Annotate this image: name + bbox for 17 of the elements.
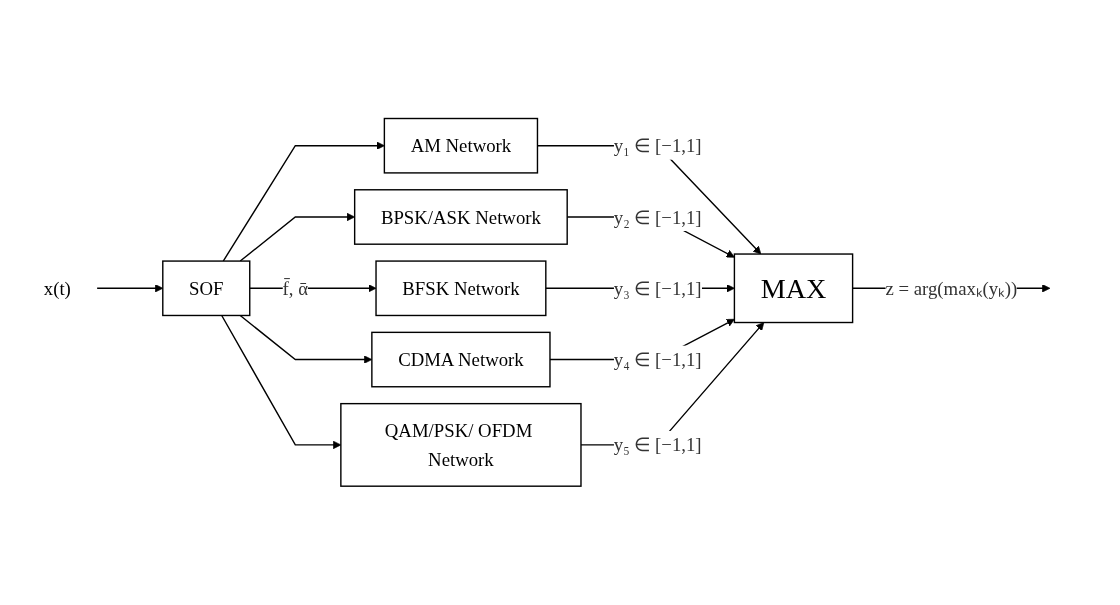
node-box: SOF	[162, 260, 251, 317]
node-box: AM Network	[383, 117, 539, 174]
node-box: BFSK Network	[375, 260, 547, 317]
node-box: QAM/PSK/ OFDM Network	[340, 403, 582, 488]
node-box: BPSK/ASK Network	[353, 189, 568, 246]
edge-label: f̄, ᾱ	[282, 278, 309, 299]
arrow	[580, 322, 765, 446]
edge-label: y₅ ∈ [−1,1]	[613, 434, 702, 456]
arrow	[222, 141, 385, 262]
edge-label: y₄ ∈ [−1,1]	[613, 349, 702, 371]
edge-label: z = arg(maxₖ(yₖ))	[885, 278, 1018, 299]
edge-label: y₂ ∈ [−1,1]	[613, 206, 702, 228]
edge-label: y₃ ∈ [−1,1]	[613, 278, 702, 299]
node-text: x(t)	[43, 278, 71, 299]
node-box: MAX	[733, 253, 854, 324]
edge-label: y₁ ∈ [−1,1]	[613, 135, 702, 157]
node-box: CDMA Network	[371, 331, 551, 388]
